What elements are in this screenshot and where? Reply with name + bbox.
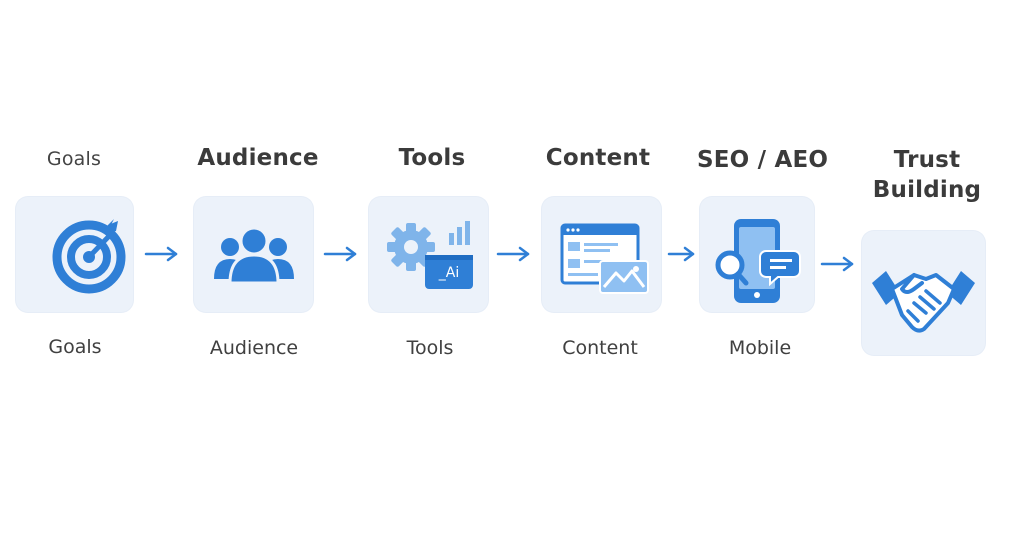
step-tile-seo-aeo	[700, 197, 814, 312]
arrow-right-icon	[667, 246, 695, 262]
step-title-trust-building: Trust Building	[872, 147, 982, 203]
handshake-icon	[872, 271, 975, 333]
step-tile-audience	[194, 197, 313, 312]
mobile-search-chat-icon	[715, 219, 801, 303]
ai-badge-label: _Ai	[438, 265, 460, 281]
gear-ai-tools-icon	[387, 221, 473, 289]
step-title-audience: Audience	[197, 145, 319, 171]
step-caption-goals: Goals	[48, 336, 102, 358]
step-tile-goals	[16, 197, 133, 312]
users-group-icon	[214, 226, 294, 285]
step-title-goals: Goals	[46, 148, 102, 170]
webpage-content-icon	[560, 223, 649, 294]
arrow-right-icon	[144, 246, 178, 262]
step-caption-content: Content	[562, 337, 638, 359]
step-caption-audience: Audience	[209, 337, 299, 359]
arrow-right-icon	[820, 256, 854, 272]
step-tile-tools: _Ai	[369, 197, 488, 312]
target-icon	[52, 219, 126, 294]
step-title-seo-aeo: SEO / AEO	[697, 147, 829, 173]
step-tile-content	[542, 197, 661, 312]
step-tile-trust-building	[862, 231, 985, 355]
step-caption-tools: Tools	[406, 337, 454, 359]
arrow-right-icon	[496, 246, 530, 262]
arrow-right-icon	[323, 246, 357, 262]
step-title-content: Content	[545, 145, 651, 171]
step-title-tools: Tools	[398, 145, 466, 171]
step-caption-mobile: Mobile	[728, 337, 792, 359]
